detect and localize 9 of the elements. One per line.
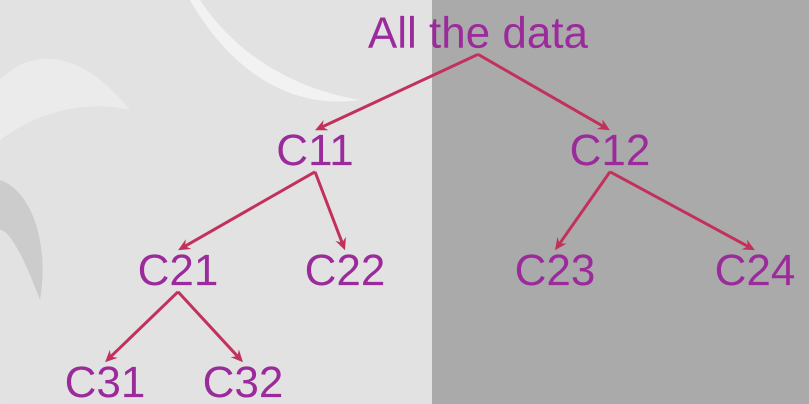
node-label: C12 — [572, 134, 648, 166]
node-label: C21 — [140, 254, 216, 286]
node-label: C23 — [516, 254, 594, 286]
node-label: C31 — [66, 366, 144, 398]
node-label: All the data — [368, 16, 588, 48]
node-label: C11 — [278, 134, 352, 166]
node-label: C24 — [716, 254, 794, 286]
node-label: C22 — [306, 254, 384, 286]
node-label: C32 — [204, 366, 282, 398]
